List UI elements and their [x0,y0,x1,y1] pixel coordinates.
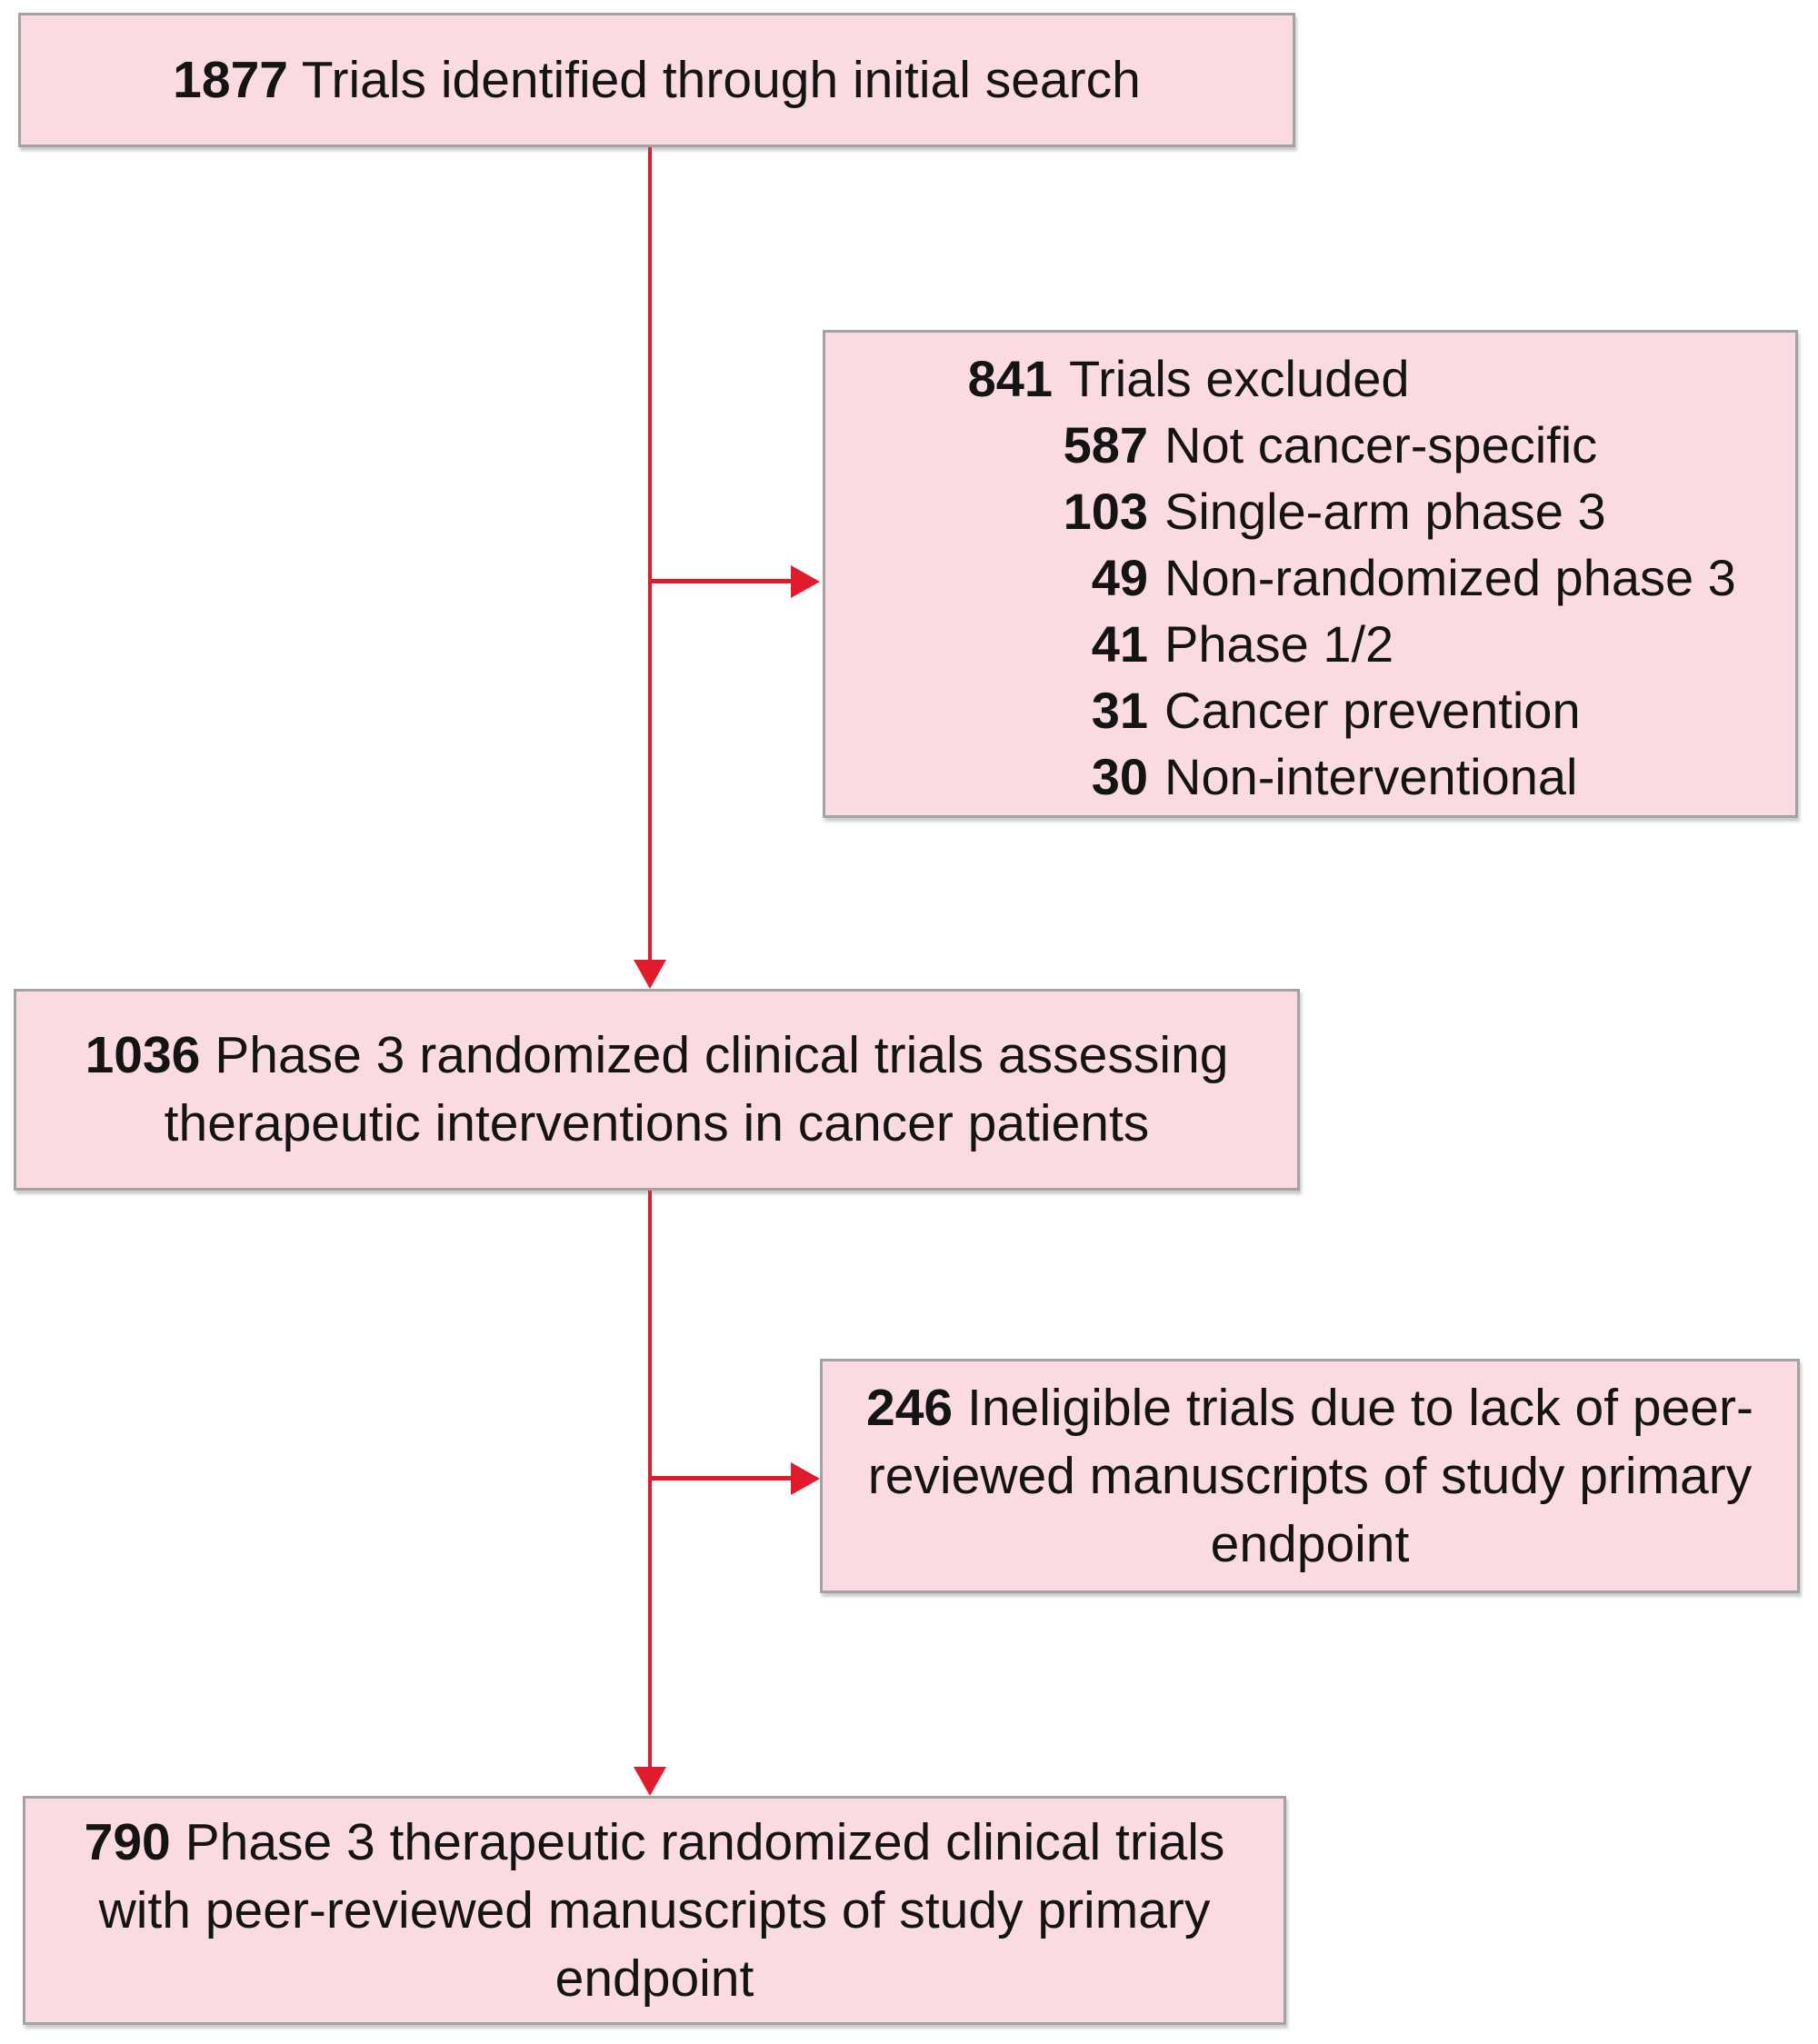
excluded-item-count: 587 [1063,416,1148,474]
excluded-item-label: Phase 1/2 [1164,615,1394,673]
excluded-header-row: 841 Trials excluded [825,345,1795,412]
connector-line-branch-excluded [650,579,792,583]
excluded-item-row: 31 Cancer prevention [825,677,1795,743]
excluded-item-row: 49 Non-randomized phase 3 [825,544,1795,611]
connector-line-branch-ineligible [650,1476,792,1481]
connector-line-initial-to-eligible [648,147,652,961]
box-ineligible-trials: 246 Ineligible trials due to lack of pee… [820,1359,1800,1593]
excluded-item-count: 49 [1091,549,1148,606]
box-trials-excluded: 841 Trials excluded 587 Not cancer-speci… [823,330,1798,818]
excluded-item-label: Non-randomized phase 3 [1164,549,1736,606]
excluded-item-row: 41 Phase 1/2 [825,611,1795,677]
excluded-item-count: 103 [1063,483,1148,540]
excluded-item-label: Not cancer-specific [1164,416,1598,474]
box-initial-search-text: 1877 Trials identified through initial s… [173,46,1141,115]
box-eligible-trials: 1036 Phase 3 randomized clinical trials … [14,989,1300,1191]
excluded-item-label: Non-interventional [1164,748,1578,805]
eligible-count: 1036 [85,1026,201,1084]
excluded-item-row: 30 Non-interventional [825,743,1795,810]
box-eligible-trials-text: 1036 Phase 3 randomized clinical trials … [62,1022,1252,1158]
initial-label: Trials identified through initial search [301,50,1141,109]
excluded-item-count: 41 [1091,615,1148,673]
box-ineligible-trials-text: 246 Ineligible trials due to lack of pee… [859,1374,1761,1579]
excluded-label: Trials excluded [1069,350,1410,407]
excluded-count: 841 [967,350,1053,407]
eligible-label: Phase 3 randomized clinical trials asses… [164,1026,1229,1152]
box-initial-search: 1877 Trials identified through initial s… [18,13,1295,147]
final-label: Phase 3 therapeutic randomized clinical … [98,1812,1225,2008]
final-count: 790 [84,1812,171,1871]
arrowhead-right-excluded-icon [791,565,820,598]
excluded-item-label: Single-arm phase 3 [1164,483,1606,540]
arrowhead-right-ineligible-icon [791,1462,820,1495]
ineligible-label: Ineligible trials due to lack of peer-re… [867,1378,1753,1573]
ineligible-count: 246 [866,1378,954,1437]
box-final-trials-text: 790 Phase 3 therapeutic randomized clini… [62,1809,1247,2013]
excluded-item-count: 30 [1091,748,1148,805]
arrowhead-down-eligible-icon [634,960,666,989]
excluded-item-row: 587 Not cancer-specific [825,412,1795,478]
arrowhead-down-final-icon [634,1767,666,1796]
excluded-item-label: Cancer prevention [1164,682,1581,739]
excluded-item-count: 31 [1091,682,1148,739]
excluded-item-row: 103 Single-arm phase 3 [825,478,1795,544]
initial-count: 1877 [173,50,288,109]
box-final-trials: 790 Phase 3 therapeutic randomized clini… [23,1796,1286,2025]
